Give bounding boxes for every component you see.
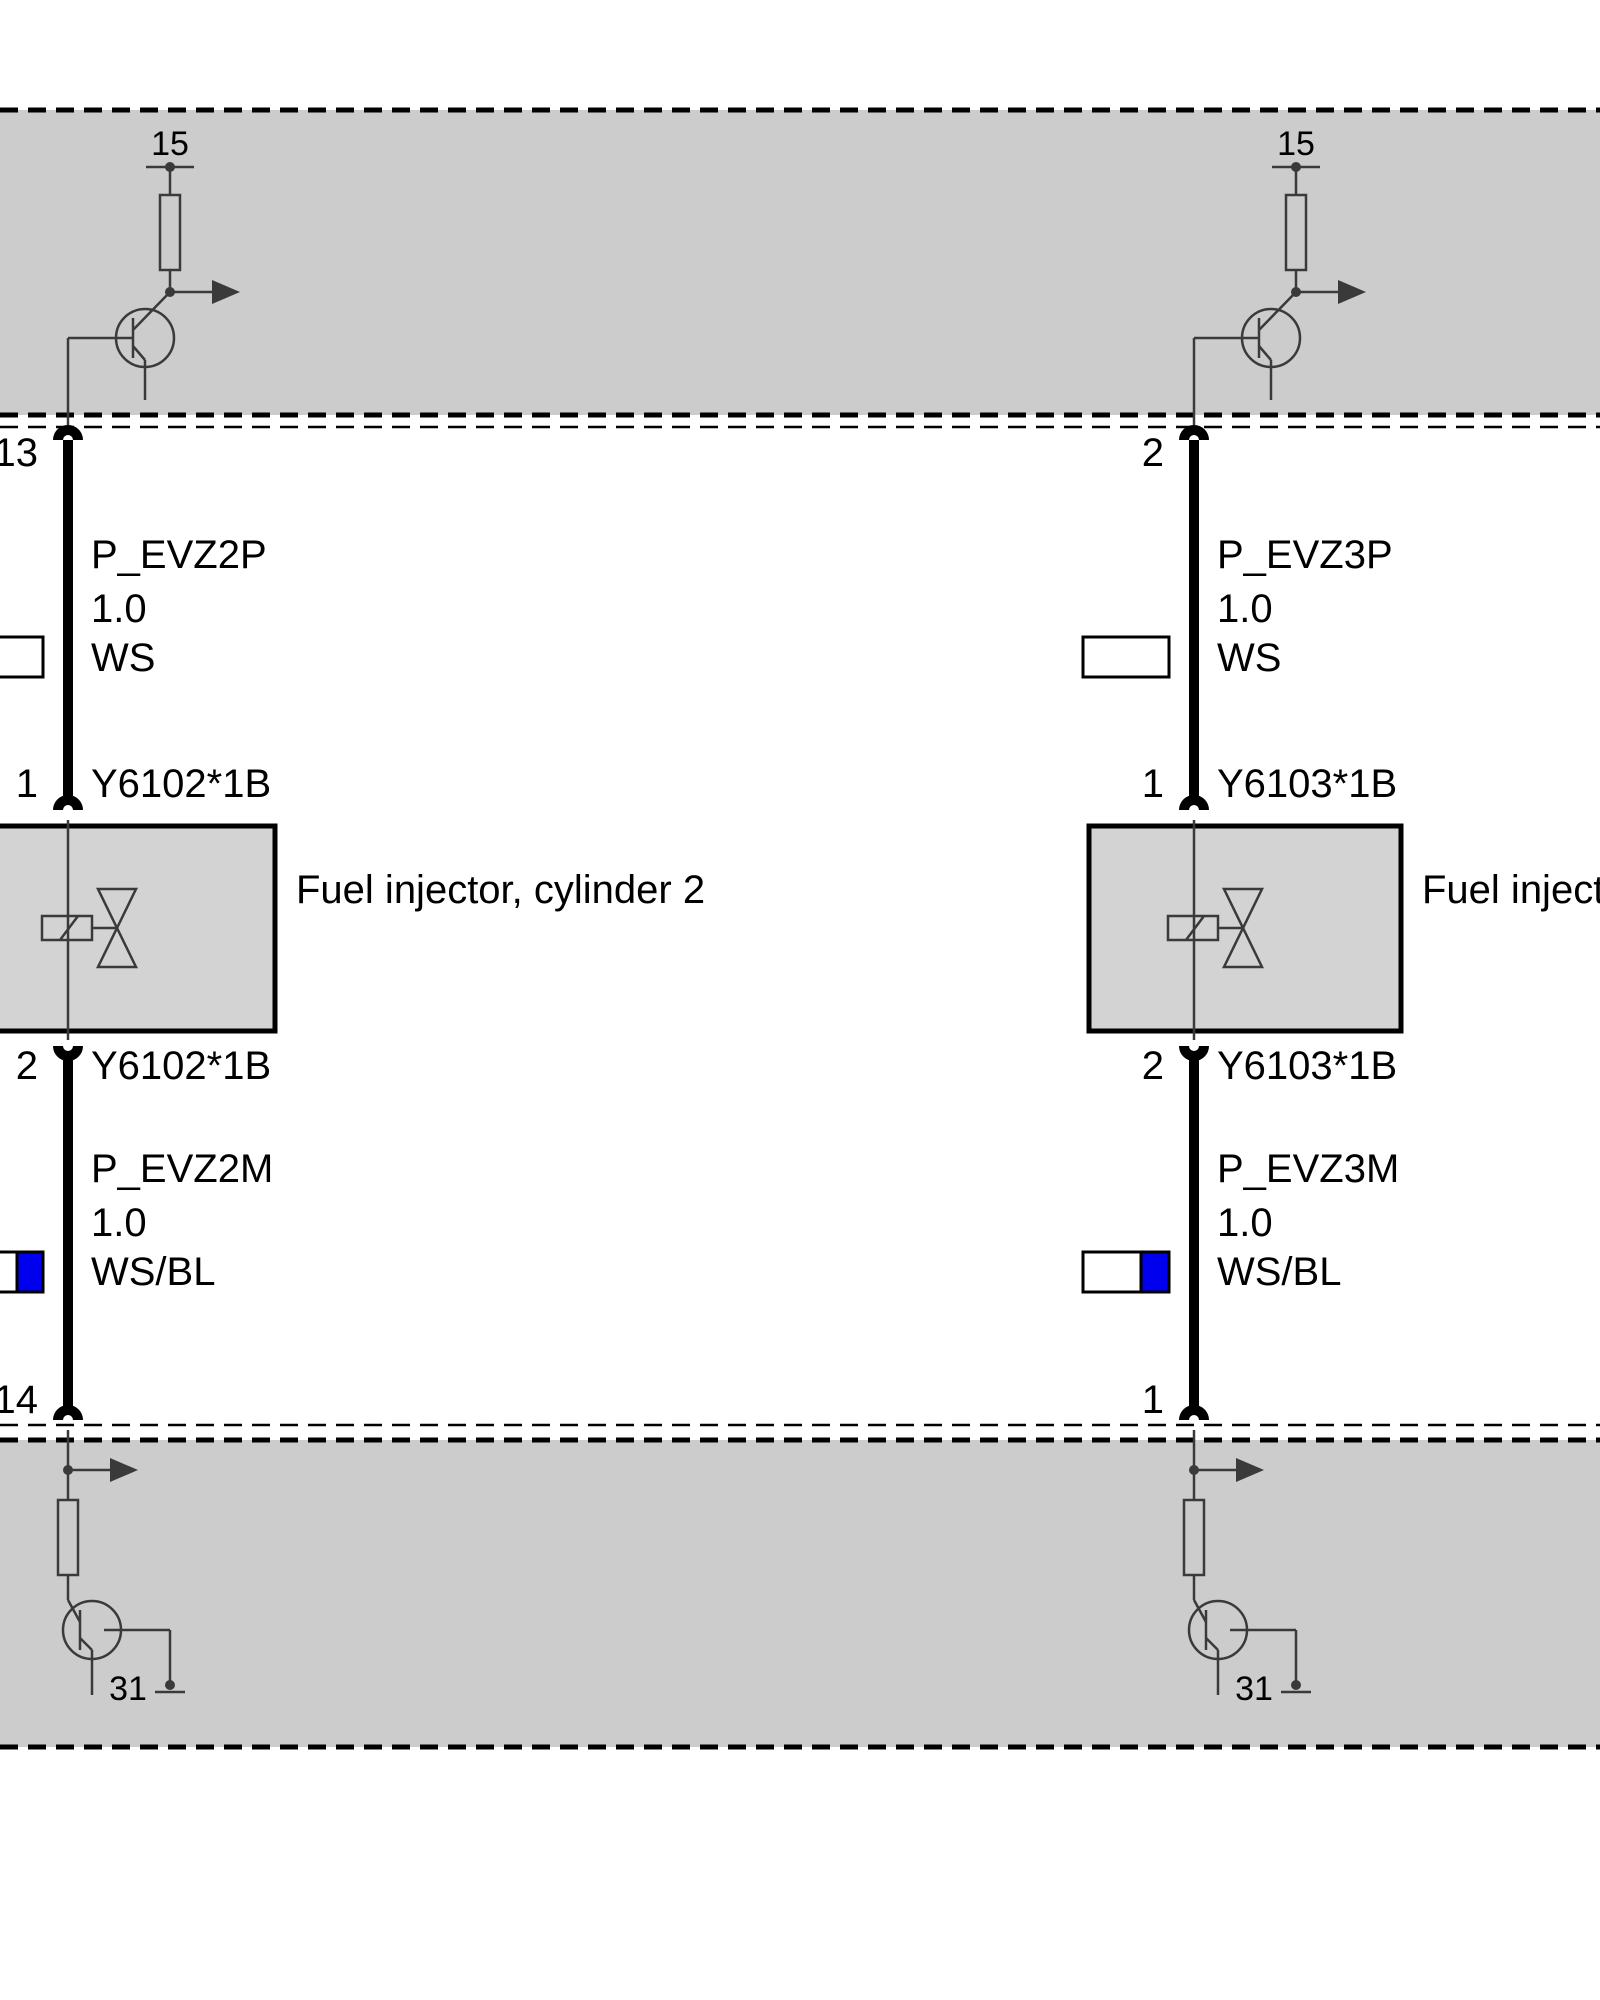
injector-socket-bottom bbox=[53, 1045, 83, 1061]
high-side-driver-symbol bbox=[66, 162, 240, 425]
control-unit-pin-bottom: 14 bbox=[0, 1378, 38, 1422]
circuit-cylinder-2: 15 13 P_EVZ2P 1.0 WS 1 Y6102*1B Fuel inj… bbox=[0, 125, 705, 1708]
fuel-injector-body bbox=[0, 823, 278, 1034]
injector-valve-symbol bbox=[1166, 820, 1264, 1040]
injector-pin-bottom: 2 bbox=[16, 1044, 38, 1088]
supply-terminal-label: 15 bbox=[151, 125, 189, 163]
injector-pin-top: 1 bbox=[16, 762, 38, 806]
minus-wire-color-swatch-blue bbox=[15, 1250, 45, 1294]
pin-socket-top bbox=[53, 425, 83, 441]
injector-socket-top bbox=[53, 795, 83, 811]
injector-socket-top bbox=[1179, 795, 1209, 811]
ground-terminal-label: 31 bbox=[1235, 1670, 1273, 1708]
plus-wire-color-swatch bbox=[0, 635, 45, 679]
control-unit-pin-bottom: 1 bbox=[1142, 1378, 1164, 1422]
minus-wire-color-swatch-white bbox=[1081, 1250, 1143, 1294]
low-side-driver-symbol bbox=[56, 1430, 185, 1695]
injector-pin-bottom: 2 bbox=[1142, 1044, 1164, 1088]
injector-socket-bottom bbox=[1179, 1045, 1209, 1061]
plus-wire-name: P_EVZ3P bbox=[1217, 533, 1393, 577]
supply-terminal-label: 15 bbox=[1277, 125, 1315, 163]
plus-wire-color: WS bbox=[1217, 636, 1281, 680]
plus-wire-color-swatch bbox=[1081, 635, 1171, 679]
pin-socket-bottom bbox=[53, 1405, 83, 1421]
minus-wire-color-swatch-blue bbox=[1139, 1250, 1171, 1294]
circuit-cylinder-3: 15 2 P_EVZ3P 1.0 WS 1 Y6103*1B Fuel inje… bbox=[1081, 125, 1600, 1708]
high-side-driver-symbol bbox=[1192, 162, 1366, 425]
plus-wire-size: 1.0 bbox=[91, 587, 147, 631]
low-side-driver-symbol bbox=[1182, 1430, 1311, 1695]
plus-wire-name: P_EVZ2P bbox=[91, 533, 267, 577]
control-unit-pin-top: 2 bbox=[1142, 431, 1164, 475]
plus-wire-size: 1.0 bbox=[1217, 587, 1273, 631]
injector-valve-symbol bbox=[40, 820, 138, 1040]
minus-wire-size: 1.0 bbox=[1217, 1201, 1273, 1245]
connector-bottom-label: Y6102*1B bbox=[91, 1044, 271, 1088]
connector-top-label: Y6103*1B bbox=[1217, 762, 1397, 806]
control-unit-bottom-band bbox=[0, 1440, 1600, 1747]
minus-wire-color-swatch-white bbox=[0, 1250, 19, 1294]
pin-socket-bottom bbox=[1179, 1405, 1209, 1421]
connector-top-label: Y6102*1B bbox=[91, 762, 271, 806]
injector-label: Fuel inject bbox=[1422, 868, 1600, 912]
injector-pin-top: 1 bbox=[1142, 762, 1164, 806]
plus-wire-color: WS bbox=[91, 636, 155, 680]
injector-label: Fuel injector, cylinder 2 bbox=[296, 868, 705, 912]
ground-terminal-label: 31 bbox=[109, 1670, 147, 1708]
connector-bottom-label: Y6103*1B bbox=[1217, 1044, 1397, 1088]
minus-wire-size: 1.0 bbox=[91, 1201, 147, 1245]
minus-wire-name: P_EVZ3M bbox=[1217, 1147, 1399, 1191]
fuel-injector-body bbox=[1086, 823, 1404, 1034]
minus-wire-name: P_EVZ2M bbox=[91, 1147, 273, 1191]
minus-wire-color: WS/BL bbox=[91, 1250, 215, 1294]
control-unit-pin-top: 13 bbox=[0, 431, 38, 475]
pin-socket-top bbox=[1179, 425, 1209, 441]
control-unit-top-band bbox=[0, 110, 1600, 415]
minus-wire-color: WS/BL bbox=[1217, 1250, 1341, 1294]
